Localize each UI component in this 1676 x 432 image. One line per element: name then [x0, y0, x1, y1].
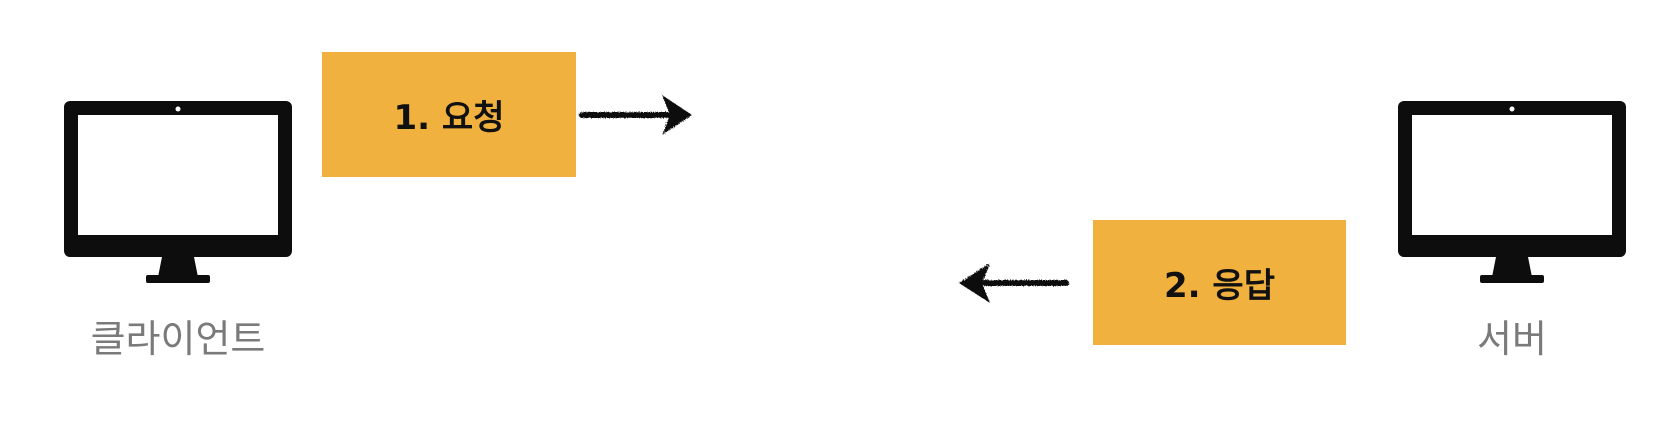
request-step-label: 1. 요청 [393, 98, 505, 138]
client-monitor-icon [64, 101, 292, 283]
response-step-box: 2. 응답 [1093, 220, 1346, 345]
client-label: 클라이언트 [90, 317, 266, 361]
server-label: 서버 [1477, 317, 1547, 361]
response-step-label: 2. 응답 [1164, 266, 1275, 306]
request-step-box: 1. 요청 [322, 52, 576, 177]
response-arrow-icon [959, 263, 1069, 303]
request-arrow-icon [579, 95, 692, 135]
server-monitor-icon [1398, 101, 1626, 283]
